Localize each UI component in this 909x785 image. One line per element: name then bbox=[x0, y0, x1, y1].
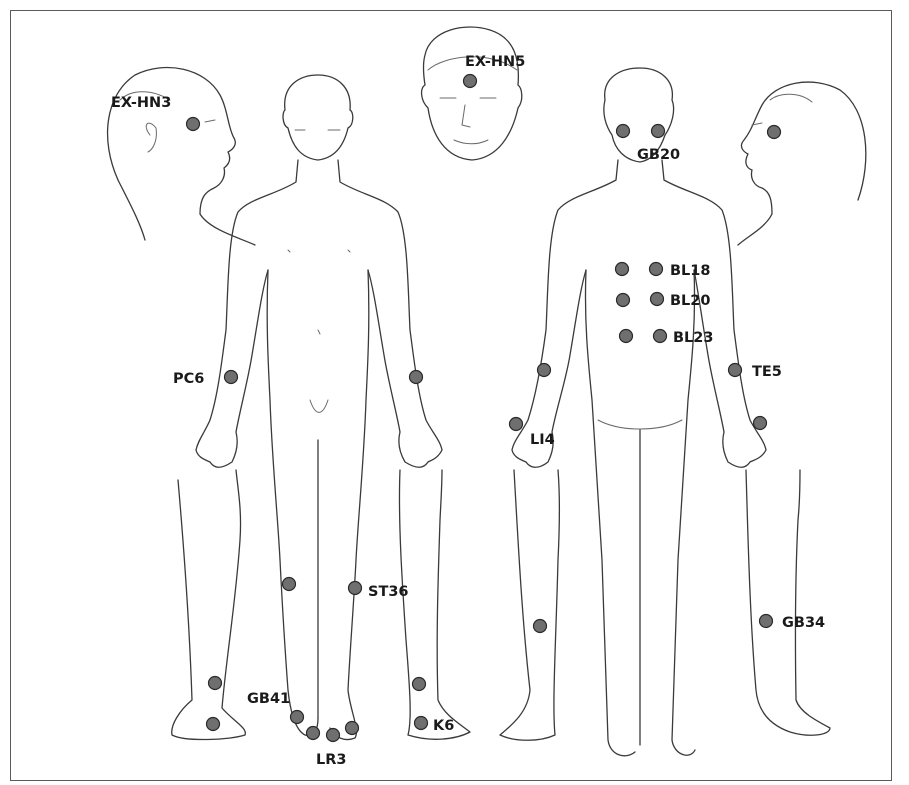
acupoints bbox=[187, 75, 781, 742]
point-ankle-upper-right bbox=[413, 678, 426, 691]
point-right-head bbox=[768, 126, 781, 139]
label-ex-hn5: EX-HN5 bbox=[465, 54, 525, 70]
point-bl23-left bbox=[620, 330, 633, 343]
label-gb20: GB20 bbox=[637, 147, 680, 163]
point-pc6-left bbox=[225, 371, 238, 384]
label-bl23: BL23 bbox=[673, 330, 713, 346]
point-bl18-right bbox=[650, 263, 663, 276]
label-gb34: GB34 bbox=[782, 615, 825, 631]
front-face bbox=[422, 27, 522, 160]
point-side-foot bbox=[207, 718, 220, 731]
label-bl20: BL20 bbox=[670, 293, 710, 309]
right-profile-head bbox=[738, 82, 866, 245]
label-k6: K6 bbox=[433, 718, 454, 734]
point-pc6-right bbox=[410, 371, 423, 384]
point-gb20-right bbox=[652, 125, 665, 138]
point-gb20-left bbox=[617, 125, 630, 138]
label-gb41: GB41 bbox=[247, 691, 290, 707]
point-k6 bbox=[415, 717, 428, 730]
label-lr3: LR3 bbox=[316, 752, 347, 768]
point-bl20-right bbox=[651, 293, 664, 306]
point-st36-left bbox=[283, 578, 296, 591]
point-bl23-right bbox=[654, 330, 667, 343]
point-side-ankle-upper bbox=[209, 677, 222, 690]
point-gb34 bbox=[760, 615, 773, 628]
point-ex-hn5 bbox=[464, 75, 477, 88]
point-back-arm bbox=[538, 364, 551, 377]
point-st36-right bbox=[349, 582, 362, 595]
back-body bbox=[512, 68, 766, 756]
point-te5 bbox=[729, 364, 742, 377]
point-gb41 bbox=[291, 711, 304, 724]
point-ex-hn3 bbox=[187, 118, 200, 131]
label-bl18: BL18 bbox=[670, 263, 710, 279]
label-st36: ST36 bbox=[368, 584, 409, 600]
label-li4: LI4 bbox=[530, 432, 555, 448]
label-te5: TE5 bbox=[752, 364, 782, 380]
point-li4 bbox=[510, 418, 523, 431]
label-ex-hn3: EX-HN3 bbox=[111, 95, 171, 111]
point-side-leg-left bbox=[534, 620, 547, 633]
point-lr3-right bbox=[327, 729, 340, 742]
point-bl18-left bbox=[616, 263, 629, 276]
point-lr3-left bbox=[307, 727, 320, 740]
point-right-hand bbox=[754, 417, 767, 430]
front-body bbox=[196, 75, 442, 740]
acupoint-labels: EX-HN3 EX-HN5 GB20 BL18 BL20 BL23 PC6 TE… bbox=[111, 54, 825, 768]
point-foot-right bbox=[346, 722, 359, 735]
point-bl20-left bbox=[617, 294, 630, 307]
label-pc6: PC6 bbox=[173, 371, 204, 387]
